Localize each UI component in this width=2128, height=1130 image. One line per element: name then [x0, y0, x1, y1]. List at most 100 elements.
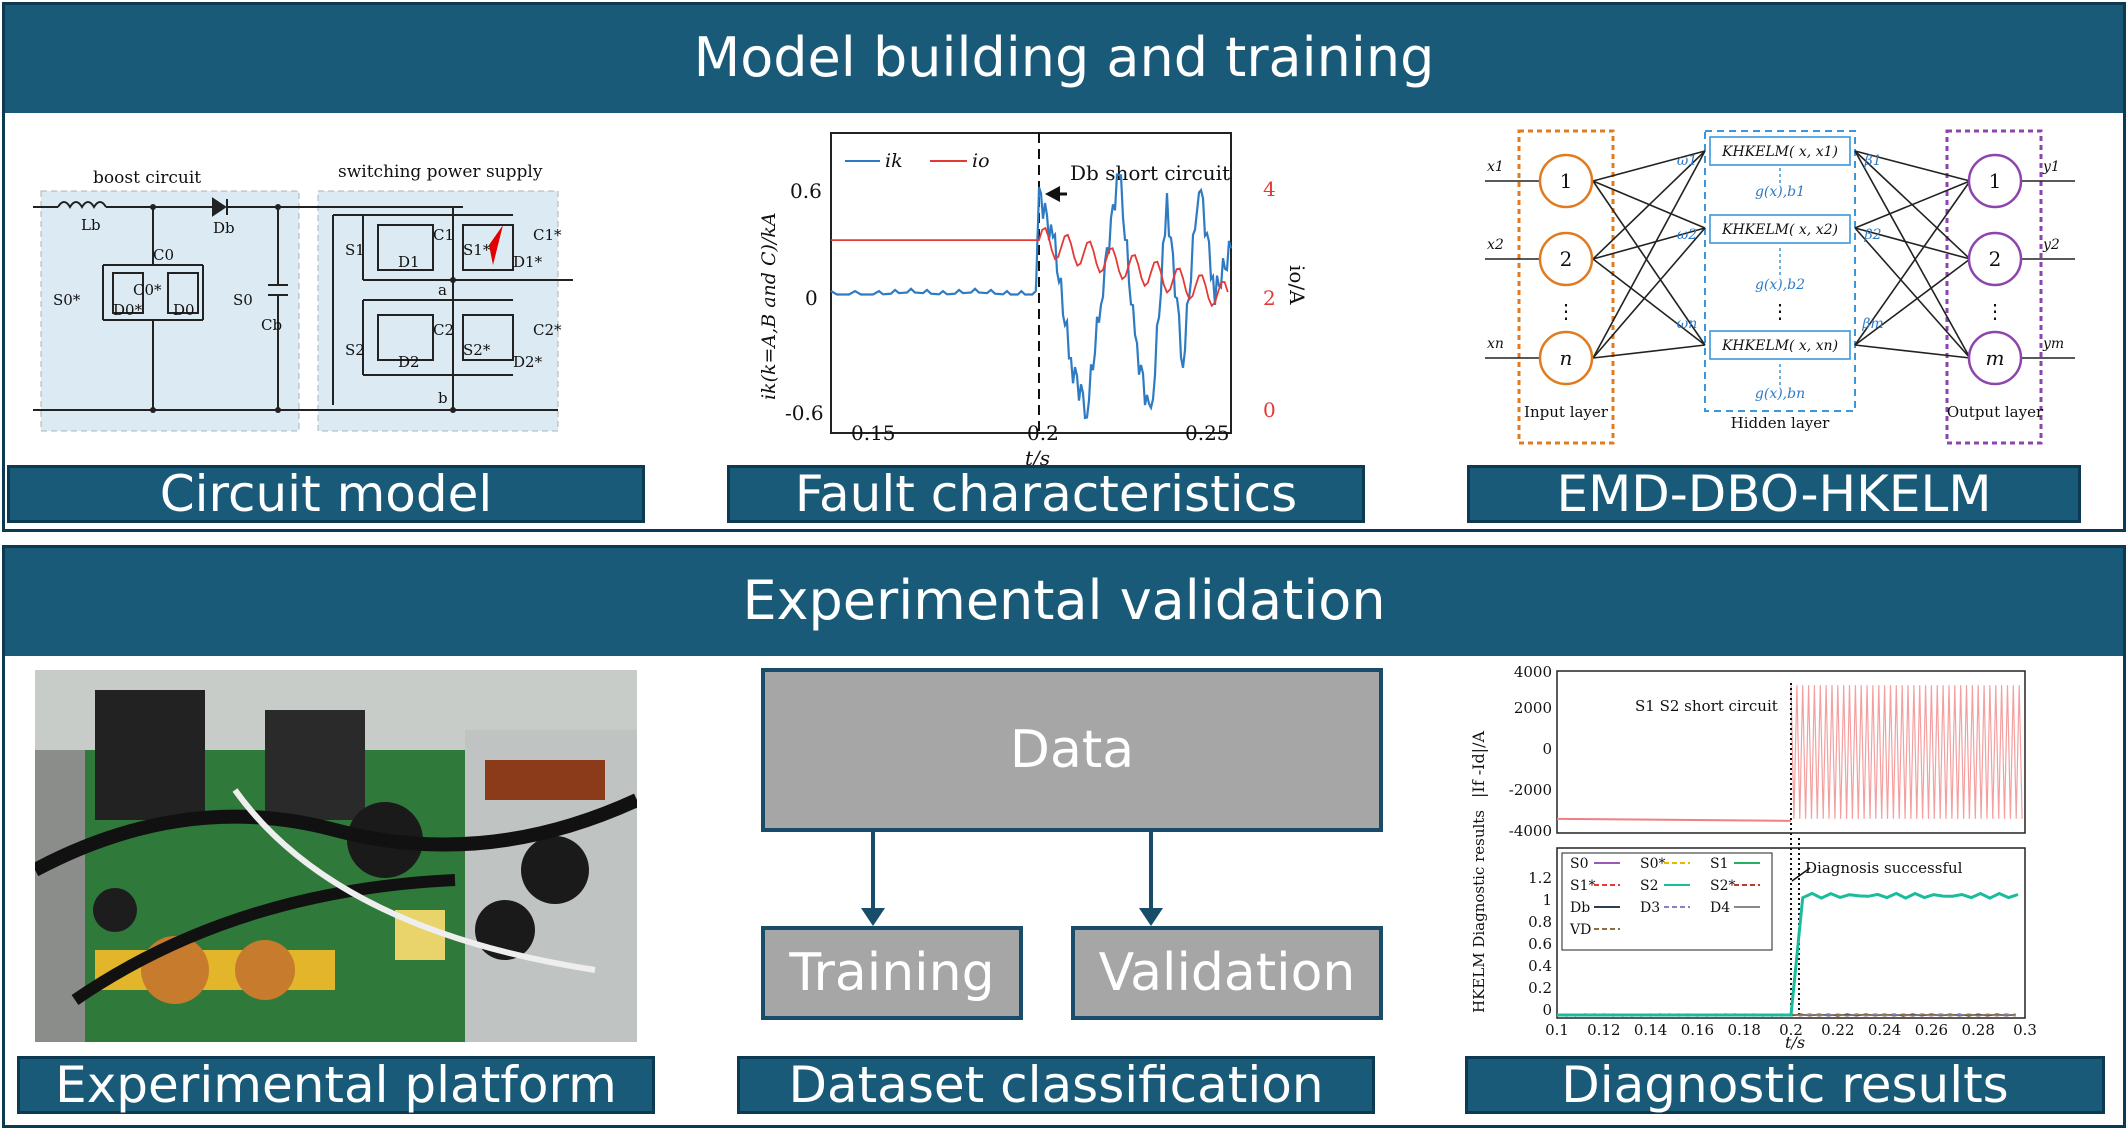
output-layer-box	[1945, 129, 2043, 445]
diag-bot-ytick-4: 0.4	[1528, 957, 1552, 975]
input-node-1: 1	[1560, 169, 1573, 193]
diag-legend-4: S2	[1640, 878, 1659, 894]
diag-xtick-2: 0.14	[1634, 1021, 1667, 1039]
diag-bot-ytick-1: 1	[1542, 891, 1552, 909]
output-node-1: 1	[1989, 169, 2002, 193]
output-dots: ⋮	[1985, 299, 2005, 323]
input-node-2: 2	[1560, 247, 1573, 271]
diag-bot-annotation: Diagnosis successful	[1805, 859, 1963, 877]
diag-top-ytick-3: -2000	[1509, 781, 1552, 799]
fault-yrtick-2: 0	[1263, 398, 1276, 422]
hkelm-network-figure: 1 2 n 1 2 m ⋮ ⋮ ⋮ x1 x2 xn y1 y2 ym KHKE…	[1485, 129, 2075, 445]
beta-1: β1	[1863, 153, 1881, 169]
diag-xtick-7: 0.24	[1868, 1021, 1901, 1039]
input-x1: x1	[1487, 159, 1504, 175]
diag-xtick-10: 0.3	[2013, 1021, 2037, 1039]
input-dots: ⋮	[1556, 299, 1576, 323]
comp-c0: C0	[153, 246, 174, 264]
kernel-1: KHKELM( x, x1)	[1721, 144, 1838, 160]
omega-n: ωn	[1677, 316, 1697, 332]
diag-legend-6: Db	[1570, 900, 1590, 916]
comp-s2: S2	[345, 341, 365, 359]
comp-d2s: D2*	[513, 353, 543, 371]
comp-d0s: D0*	[113, 301, 143, 319]
diag-xtick-5: 0.2	[1779, 1021, 1803, 1039]
comp-c0s: C0*	[133, 281, 162, 299]
diag-top-ytick-0: 4000	[1514, 663, 1552, 681]
diag-xtick-4: 0.18	[1727, 1021, 1760, 1039]
output-node-m: m	[1986, 346, 2005, 370]
diag-xtick-8: 0.26	[1915, 1021, 1948, 1039]
comp-cb: Cb	[261, 316, 282, 334]
omega-2: ω2	[1677, 227, 1697, 243]
comp-c1: C1	[433, 226, 454, 244]
g-label-2: g(x),b2	[1755, 277, 1805, 293]
output-y1: y1	[2042, 159, 2060, 175]
model-label: EMD-DBO-HKELM	[1467, 465, 2081, 523]
series-io-line	[831, 226, 1229, 308]
beta-m: βm	[1861, 316, 1883, 332]
hidden-dots: ⋮	[1770, 299, 1790, 323]
experimental-platform-label: Experimental platform	[17, 1056, 655, 1114]
boost-circuit-label: boost circuit	[93, 168, 201, 188]
comp-c2s: C2*	[533, 321, 562, 339]
comp-b: b	[438, 389, 448, 407]
dataset-classification-label: Dataset classification	[737, 1056, 1375, 1114]
section-title-experimental-validation: Experimental validation	[5, 548, 2123, 656]
fault-plot-area	[830, 132, 1232, 434]
validation-box: Validation	[1071, 926, 1383, 1020]
diag-legend-1: S0*	[1640, 856, 1666, 872]
g-label-n: g(x),bn	[1755, 386, 1805, 402]
series-ik-line	[830, 173, 1233, 420]
input-x2: x2	[1487, 237, 1504, 253]
input-layer-box	[1517, 129, 1615, 445]
comp-d1s: D1*	[513, 253, 543, 271]
omega-1: ω1	[1677, 153, 1697, 169]
diag-top-ytick-1: 2000	[1514, 699, 1552, 717]
diag-xtick-6: 0.22	[1821, 1021, 1854, 1039]
training-box: Training	[761, 926, 1023, 1020]
diag-bot-ylabel: HKELM Diagnostic results	[1470, 810, 1488, 1013]
diagnostic-results-label: Diagnostic results	[1465, 1056, 2105, 1114]
diag-xtick-0: 0.1	[1545, 1021, 1569, 1039]
kernel-n: KHKELM( x, xn)	[1721, 338, 1838, 354]
diag-legend-9: VD	[1569, 922, 1591, 938]
comp-lb: Lb	[81, 216, 101, 234]
fault-ytick-2: -0.6	[785, 401, 824, 425]
fault-xtick-0: 0.15	[851, 421, 896, 445]
dataset-arrows	[861, 832, 1163, 926]
diag-legend-7: D3	[1640, 900, 1660, 916]
input-node-n: n	[1560, 346, 1573, 370]
fault-characteristics-label: Fault characteristics	[727, 465, 1365, 523]
comp-c2: C2	[433, 321, 454, 339]
comp-s0s: S0*	[53, 291, 81, 309]
comp-d2: D2	[398, 353, 420, 371]
diag-legend-2: S1	[1710, 856, 1729, 872]
output-node-2: 2	[1989, 247, 2002, 271]
diag-top-ylabel: |If -Id|/A	[1469, 731, 1488, 798]
experimental-validation-panel: Experimental validation Experimental pla…	[2, 545, 2126, 1128]
fault-xtick-1: 0.2	[1027, 421, 1059, 445]
diag-xtick-3: 0.16	[1681, 1021, 1714, 1039]
diag-legend-8: D4	[1710, 900, 1730, 916]
g-label-1: g(x),b1	[1755, 184, 1805, 200]
diag-top-ytick-4: -4000	[1509, 822, 1552, 840]
diag-legend-3: S1*	[1570, 878, 1596, 894]
experimental-platform-photo	[35, 670, 637, 1042]
diag-xtick-9: 0.28	[1961, 1021, 1994, 1039]
beta-2: β2	[1863, 227, 1881, 243]
legend-ik: ik	[885, 150, 903, 172]
diag-bot-ytick-0: 1.2	[1528, 869, 1552, 887]
comp-db: Db	[213, 219, 235, 237]
comp-s1: S1	[345, 241, 365, 259]
diag-bot-ytick-2: 0.8	[1528, 913, 1552, 931]
output-y2: y2	[2042, 237, 2060, 253]
comp-s1s: S1*	[463, 241, 491, 259]
diag-bot-ytick-3: 0.6	[1528, 935, 1552, 953]
comp-d0: D0	[173, 301, 195, 319]
diag-top-before-line	[1556, 817, 1792, 822]
model-building-panel: Model building and training boost circui…	[2, 2, 2126, 532]
switching-power-supply-label: switching power supply	[338, 162, 543, 182]
diag-top-annotation: S1 S2 short circuit	[1635, 697, 1778, 715]
comp-d1: D1	[398, 253, 420, 271]
